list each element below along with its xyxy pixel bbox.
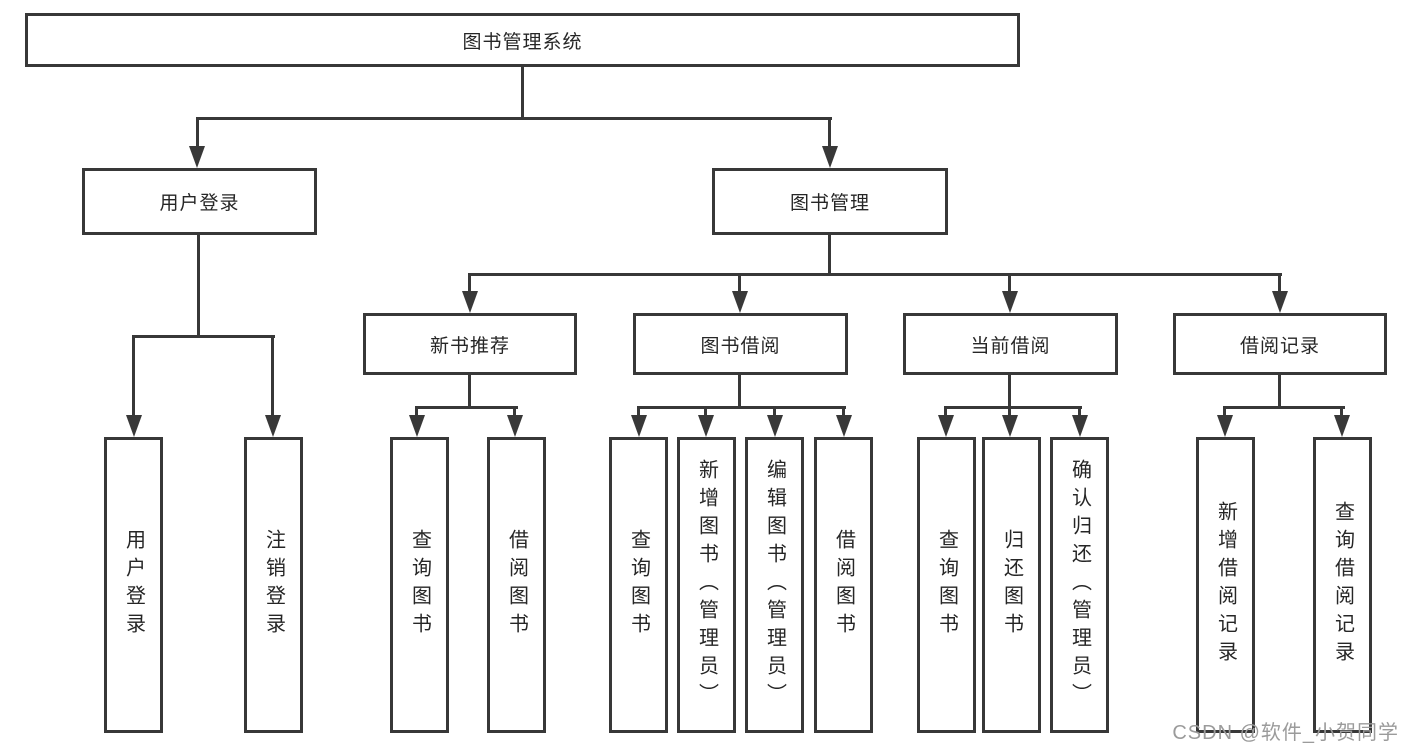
edge-bookmgmt-drop-1: [468, 273, 471, 293]
leaf-logout: 注销登录: [244, 437, 303, 733]
leaf-confirm-return-admin: 确认归还（管理员）: [1050, 437, 1109, 733]
leaf-query-books-borrow: 查询图书: [609, 437, 668, 733]
arrowhead-borrowrecord-leaf-2: [1334, 415, 1350, 437]
edge-root-drop-right: [828, 117, 831, 148]
arrowhead-book-management: [822, 146, 838, 168]
edge-root-bar: [196, 117, 832, 120]
edge-bookmgmt-drop-4: [1278, 273, 1281, 293]
arrowhead-new-book-recommend: [462, 291, 478, 313]
arrowhead-leaf-logout: [265, 415, 281, 437]
csdn-watermark: CSDN @软件_小贺同学: [1172, 722, 1399, 744]
arrowhead-currentborrow-leaf-1: [938, 415, 954, 437]
edge-borrowrecord-bar: [1223, 406, 1345, 409]
leaf-return-books: 归还图书: [982, 437, 1041, 733]
edge-userlogin-drop-1: [132, 335, 135, 417]
arrowhead-bookborrow-leaf-4: [836, 415, 852, 437]
edge-bookmgmt-drop-3: [1008, 273, 1011, 293]
arrowhead-borrow-record: [1272, 291, 1288, 313]
edge-newbook-bar: [415, 406, 518, 409]
arrowhead-leaf-user-login: [126, 415, 142, 437]
edge-bookmgmt-drop-2: [738, 273, 741, 293]
arrowhead-borrowrecord-leaf-1: [1217, 415, 1233, 437]
arrowhead-current-borrow: [1002, 291, 1018, 313]
edge-bookmgmt-bar: [468, 273, 1282, 276]
leaf-query-borrow-record: 查询借阅记录: [1313, 437, 1372, 733]
arrowhead-user-login: [189, 146, 205, 168]
leaf-query-books-current: 查询图书: [917, 437, 976, 733]
edge-bookborrow-drop-1: [637, 406, 640, 418]
edge-bookborrow-bar: [637, 406, 846, 409]
arrowhead-book-borrow: [732, 291, 748, 313]
arrowhead-currentborrow-leaf-2: [1002, 415, 1018, 437]
arrowhead-currentborrow-leaf-3: [1072, 415, 1088, 437]
arrowhead-newbook-leaf-1: [409, 415, 425, 437]
arrowhead-newbook-leaf-2: [507, 415, 523, 437]
node-borrow-record: 借阅记录: [1173, 313, 1387, 375]
edge-bookborrow-drop-2: [704, 406, 707, 418]
edge-currentborrow-drop-1: [944, 406, 947, 418]
leaf-add-books-admin: 新增图书（管理员）: [677, 437, 736, 733]
edge-bookmgmt-stem: [828, 235, 831, 273]
leaf-borrow-books: 借阅图书: [814, 437, 873, 733]
arrowhead-bookborrow-leaf-3: [767, 415, 783, 437]
edge-root-drop-left: [196, 117, 199, 148]
edge-borrowrecord-stem: [1278, 375, 1281, 408]
edge-borrowrecord-drop-1: [1223, 406, 1226, 418]
edge-userlogin-bar: [132, 335, 275, 338]
edge-bookborrow-stem: [738, 375, 741, 408]
leaf-add-borrow-record: 新增借阅记录: [1196, 437, 1255, 733]
node-user-login: 用户登录: [82, 168, 317, 235]
leaf-user-login: 用户登录: [104, 437, 163, 733]
node-root-library-system: 图书管理系统: [25, 13, 1020, 67]
leaf-borrow-books-recommend: 借阅图书: [487, 437, 546, 733]
edge-userlogin-drop-2: [271, 335, 274, 417]
edge-root-stem: [521, 65, 524, 117]
leaf-query-books-recommend: 查询图书: [390, 437, 449, 733]
node-book-management: 图书管理: [712, 168, 948, 235]
edge-borrowrecord-drop-2: [1340, 406, 1343, 418]
leaf-edit-books-admin: 编辑图书（管理员）: [745, 437, 804, 733]
edge-newbook-drop-2: [513, 406, 516, 418]
edge-newbook-stem: [468, 375, 471, 408]
node-current-borrow: 当前借阅: [903, 313, 1118, 375]
edge-newbook-drop-1: [415, 406, 418, 418]
edge-currentborrow-drop-2: [1008, 406, 1011, 418]
node-new-book-recommend: 新书推荐: [363, 313, 577, 375]
node-book-borrow: 图书借阅: [633, 313, 848, 375]
edge-currentborrow-stem: [1008, 375, 1011, 408]
edge-currentborrow-drop-3: [1078, 406, 1081, 418]
arrowhead-bookborrow-leaf-1: [631, 415, 647, 437]
edge-bookborrow-drop-4: [842, 406, 845, 418]
edge-currentborrow-bar: [944, 406, 1082, 409]
arrowhead-bookborrow-leaf-2: [698, 415, 714, 437]
edge-userlogin-stem: [197, 235, 200, 335]
edge-bookborrow-drop-3: [773, 406, 776, 418]
